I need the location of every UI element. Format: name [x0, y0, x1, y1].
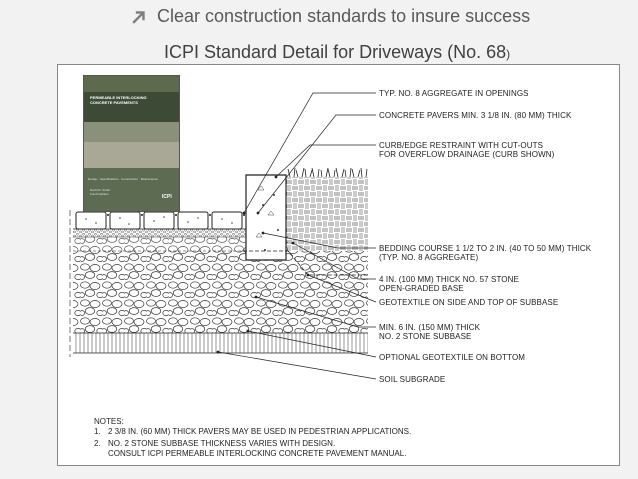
driveway-detail-drawing: PERMEABLE INTERLOCKING CONCRETE PAVEMENT… [57, 64, 620, 466]
callout-bedding: BEDDING COURSE 1 1/2 TO 2 IN. (40 TO 50 … [379, 244, 592, 262]
cover-tagline: Design · Specifications · Construction ·… [88, 177, 158, 181]
subtitle-text: ICPI Standard Detail for Driveways (No. … [164, 42, 507, 62]
leader-lines [217, 92, 377, 380]
cover-authors: David R. Smith Fourth Edition [90, 188, 111, 196]
note-item: 1. 2 3/8 IN. (60 MM) THICK PAVERS MAY BE… [94, 427, 412, 436]
bedding-course-layer [73, 229, 273, 237]
soil-subgrade-layer [73, 333, 368, 353]
bullet-text: Clear construction standards to insure s… [157, 6, 531, 26]
grass [287, 167, 368, 178]
callout-aggregate: TYP. NO. 8 AGGREGATE IN OPENINGS [379, 89, 529, 98]
stone-base-layer [73, 237, 288, 251]
concrete-pavers [75, 211, 275, 230]
curb-restraint [245, 174, 287, 261]
callout-geotextile-bottom: OPTIONAL GEOTEXTILE ON BOTTOM [379, 353, 526, 362]
callout-pavers: CONCRETE PAVERS MIN. 3 1/8 IN. (80 MM) T… [379, 111, 572, 120]
icpi-logo: ICPI [162, 194, 172, 200]
stone-subbase-layer [73, 251, 368, 333]
subtitle-paren: ) [506, 47, 511, 61]
slide-subtitle: ICPI Standard Detail for Driveways (No. … [164, 42, 510, 63]
callout-geotextile-side: GEOTEXTILE ON SIDE AND TOP OF SUBBASE [379, 298, 559, 307]
callout-subbase: MIN. 6 IN. (150 MM) THICK NO. 2 STONE SU… [379, 323, 481, 341]
note-item: 2. NO. 2 STONE SUBBASE THICKNESS VARIES … [94, 439, 407, 458]
cover-title: PERMEABLE INTERLOCKING CONCRETE PAVEMENT… [90, 95, 147, 105]
arrow-up-right-icon [132, 10, 145, 24]
soil-behind-curb [286, 177, 368, 251]
callout-curb: CURB/EDGE RESTRAINT WITH CUT-OUTS FOR OV… [379, 141, 555, 159]
notes-heading: NOTES: [94, 417, 124, 426]
book-cover-image: PERMEABLE INTERLOCKING CONCRETE PAVEMENT… [83, 75, 180, 212]
callout-subgrade: SOIL SUBGRADE [379, 375, 446, 384]
geotextile-line [243, 250, 368, 276]
callout-base: 4 IN. (100 MM) THICK NO. 57 STONE OPEN-G… [379, 275, 519, 293]
drawing-notes: NOTES: 1. 2 3/8 IN. (60 MM) THICK PAVERS… [94, 417, 411, 459]
bullet-item: Clear construction standards to insure s… [131, 6, 530, 27]
cross-section-diagram [69, 92, 377, 380]
